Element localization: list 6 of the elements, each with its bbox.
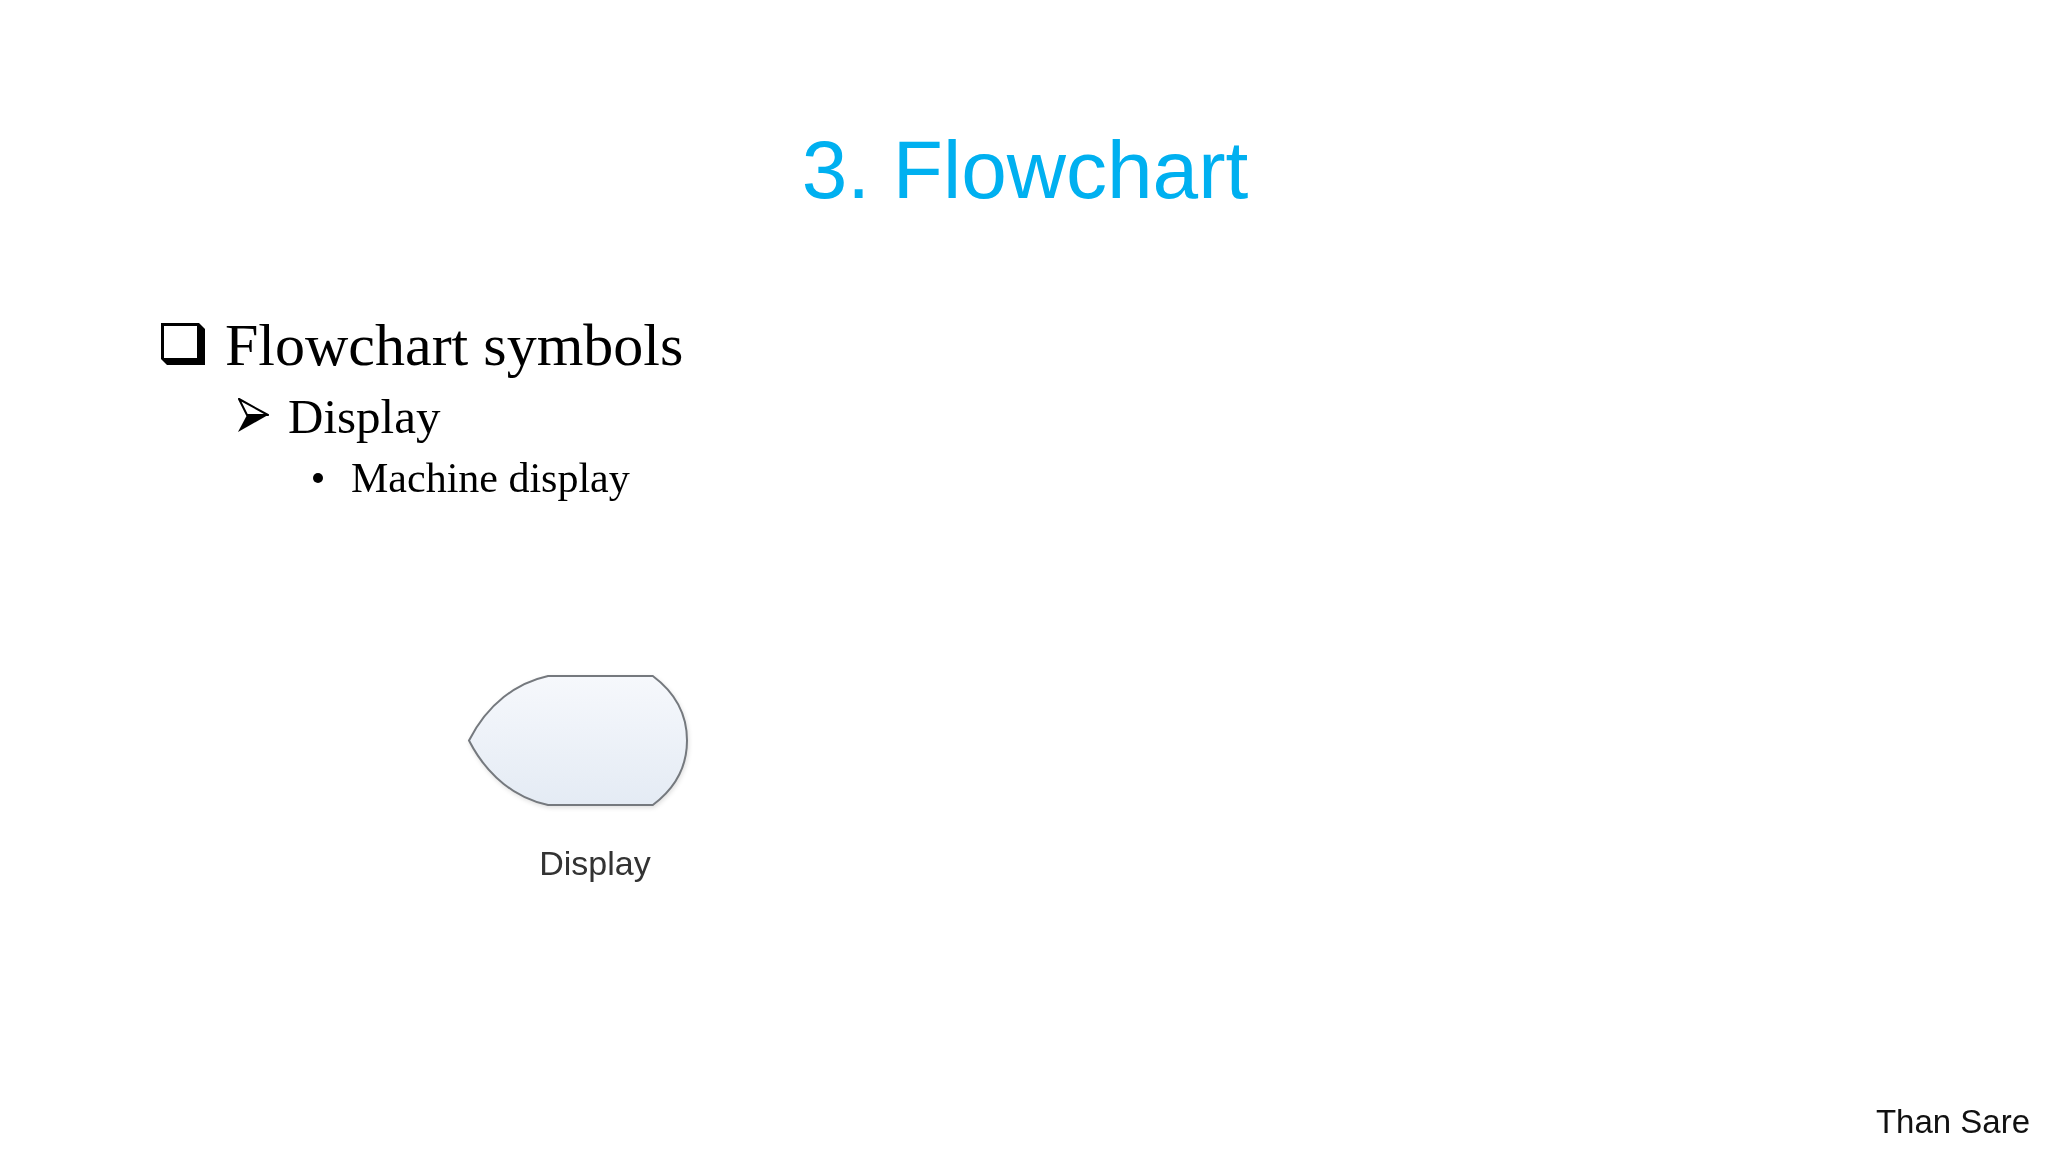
list-item-text: Machine display bbox=[351, 457, 630, 499]
list-item-text: Display bbox=[288, 392, 441, 441]
symbol-caption: Display bbox=[539, 846, 651, 880]
display-symbol bbox=[468, 675, 688, 806]
footer-text: Than Sare bbox=[1875, 1105, 2030, 1138]
slide-title: 3. Flowchart bbox=[801, 129, 1249, 211]
